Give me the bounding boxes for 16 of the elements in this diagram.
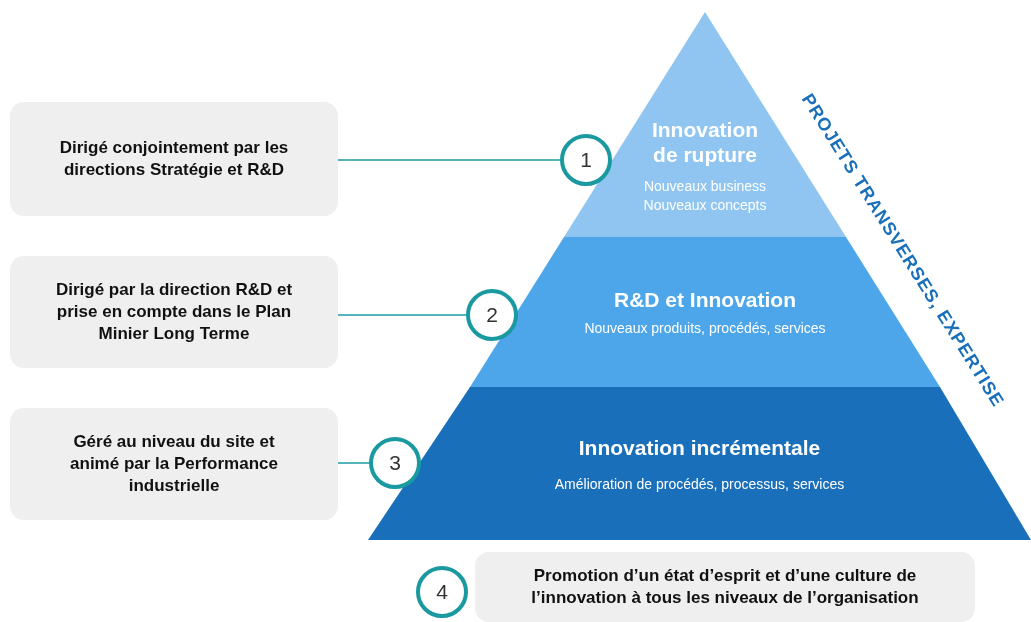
tier-description: Amélioration de procédés, processus, services bbox=[553, 475, 846, 494]
text-box: Géré au niveau du site et animé par la Performance industrielle bbox=[10, 408, 338, 520]
leader-line bbox=[337, 159, 561, 161]
text-box: Dirigé par la direction R&D et prise en compte dans le Plan Minier Long Terme bbox=[10, 256, 338, 368]
text-box: Dirigé conjointement par les directions Stratégie et R&D bbox=[10, 102, 338, 216]
leader-line bbox=[337, 314, 467, 316]
text-box: Promotion d’un état d’esprit et d’une culture de l’innovation à tous les niveaux de l’organisation bbox=[475, 552, 975, 622]
tier-description: Nouveaux produits, procédés, services bbox=[583, 319, 827, 338]
leader-line bbox=[337, 462, 370, 464]
number-circle: 4 bbox=[416, 566, 468, 618]
tier-title: Innovation de rupture bbox=[650, 117, 760, 168]
number-circle: 2 bbox=[466, 289, 518, 341]
tier-title: Innovation incrémentale bbox=[577, 435, 822, 461]
tier-description: Nouveaux business Nouveaux concepts bbox=[642, 177, 768, 215]
number-circle: 3 bbox=[369, 437, 421, 489]
number-circle: 1 bbox=[560, 134, 612, 186]
